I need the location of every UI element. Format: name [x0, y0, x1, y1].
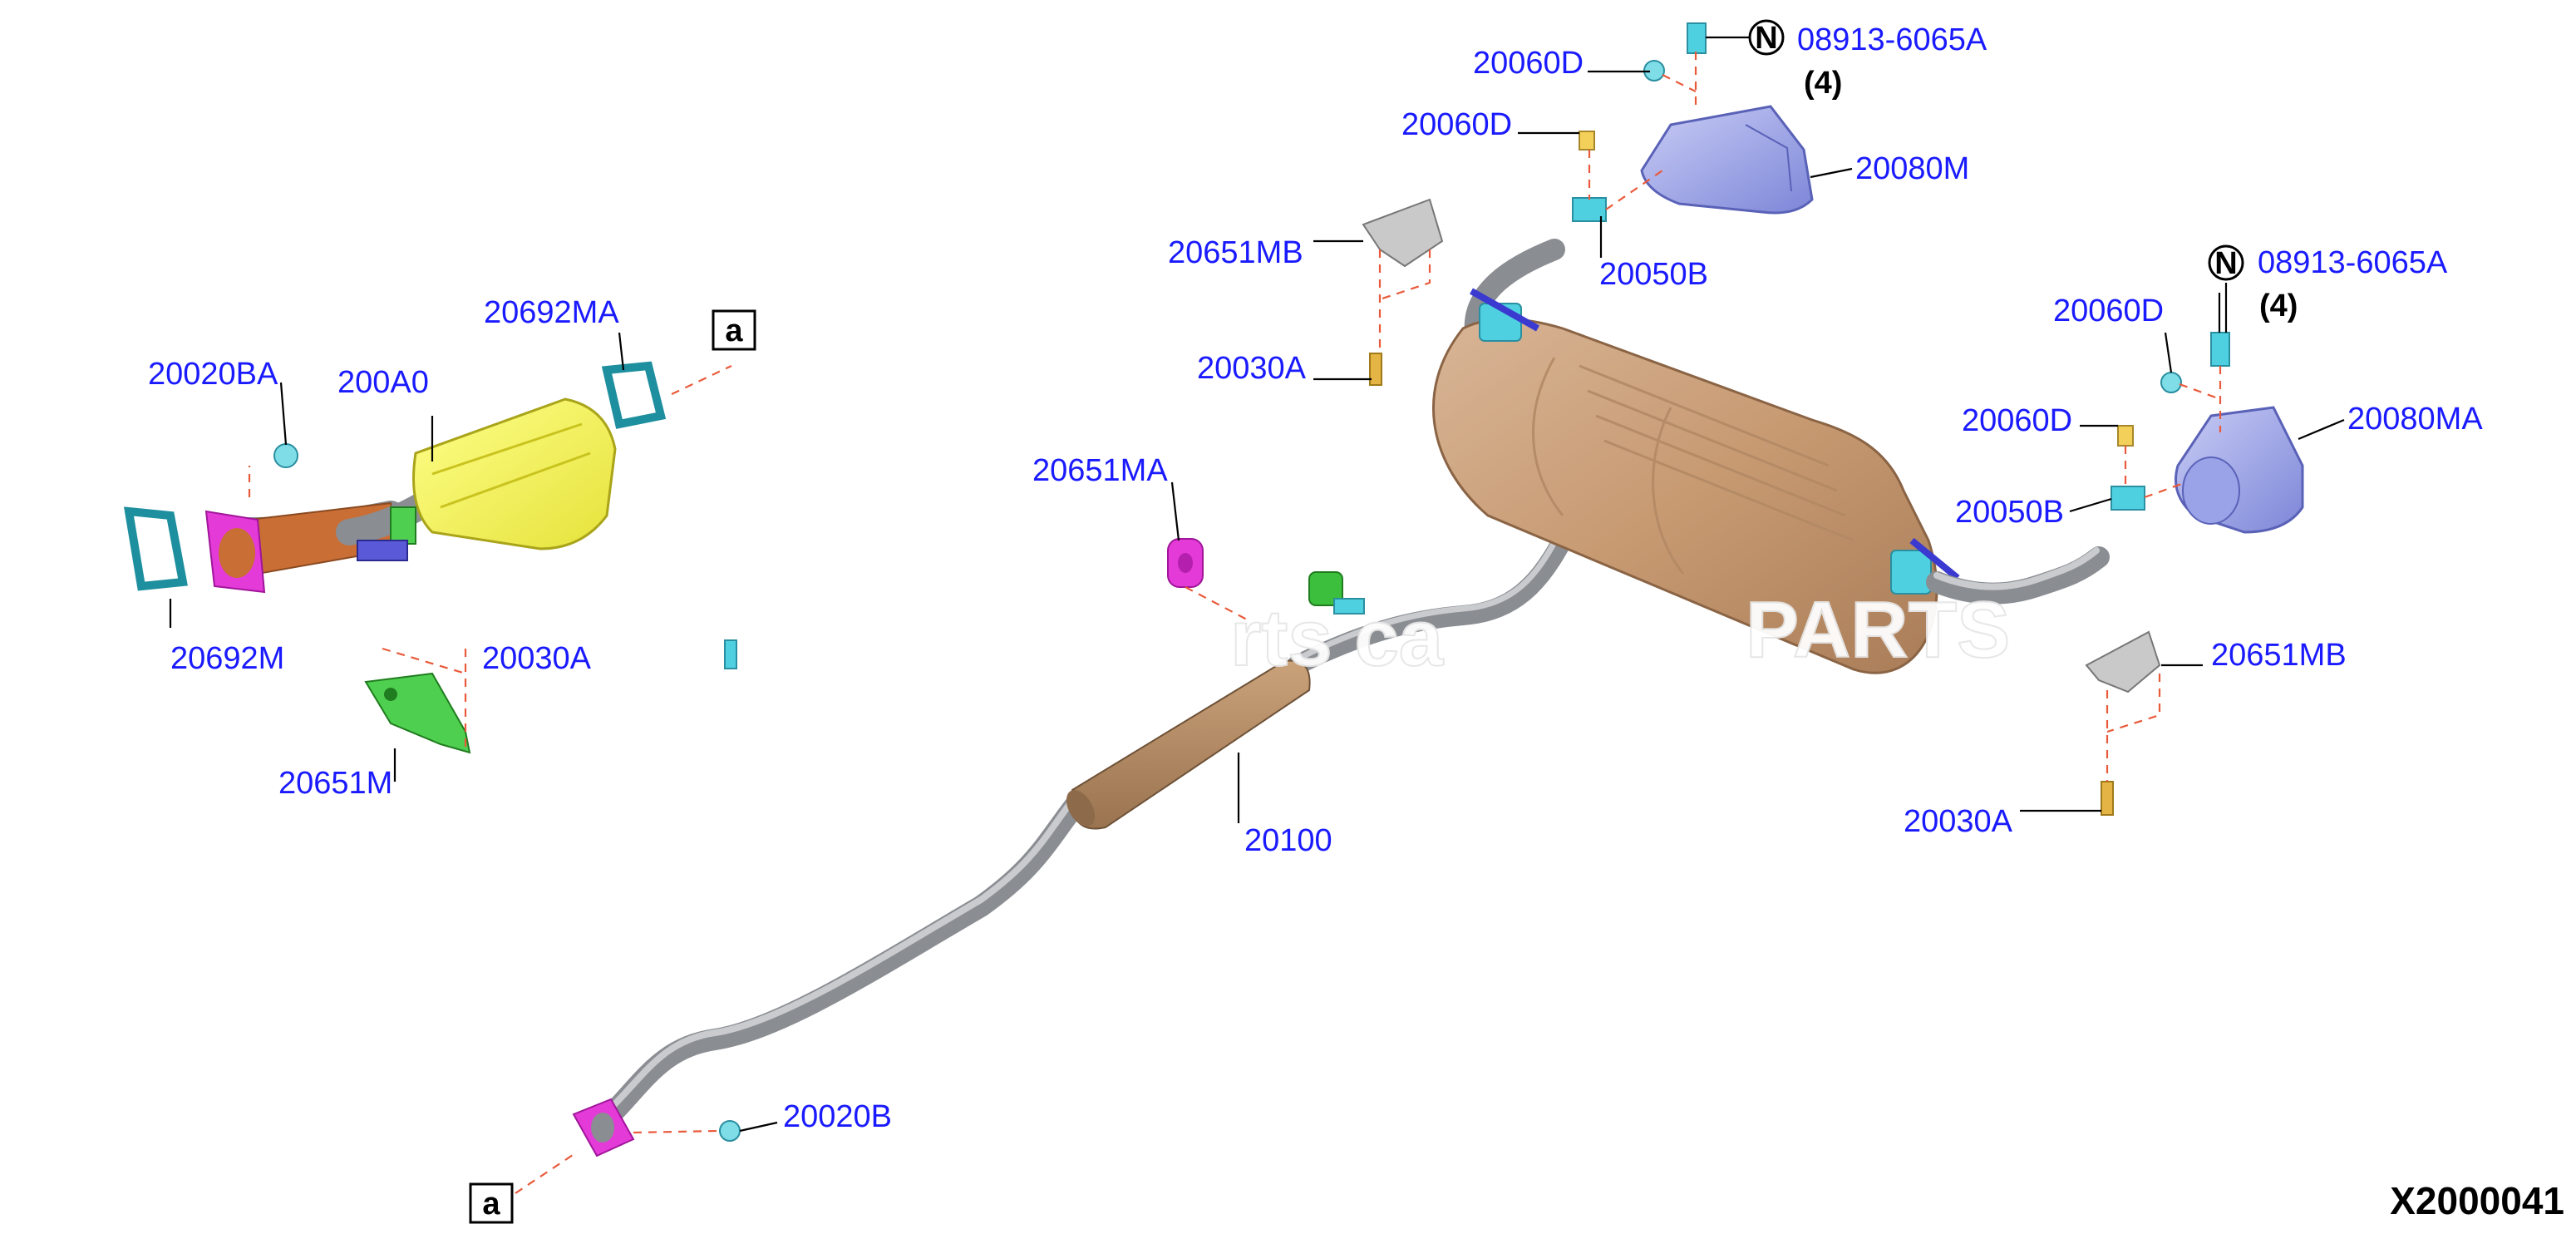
leader-lines [169, 36, 2345, 1133]
label-20692MA: 20692MA [484, 295, 619, 330]
bracket-20651MB-top [1362, 198, 1444, 268]
label-20020BA: 20020BA [148, 357, 278, 392]
diagram-code: X2000041 [2390, 1179, 2564, 1222]
main-muffler [1431, 239, 2110, 674]
qty-08913-top: (4) [1804, 66, 1842, 101]
assembly-lines [248, 52, 2222, 1194]
rubber-mount-20651MA [1167, 538, 1204, 588]
label-20651MB-right: 20651MB [2211, 638, 2347, 673]
label-20100: 20100 [1244, 823, 1332, 858]
bracket-20651M [364, 672, 471, 754]
n-symbol-letter: N [2214, 246, 2237, 281]
label-08913-6065A-top: 08913-6065A [1797, 22, 1987, 57]
qty-08913-right: (4) [2259, 289, 2298, 323]
label-08913-6065A-right: 08913-6065A [2258, 245, 2448, 280]
label-20692M: 20692M [170, 641, 284, 676]
watermark-right: PARTS [1746, 585, 2010, 674]
label-200A0: 200A0 [337, 365, 429, 400]
label-20060D-top: 20060D [1473, 46, 1584, 81]
gasket-20692M [123, 506, 188, 591]
center-pipe-assembly [588, 514, 1581, 1138]
flange-magenta-rear [572, 1098, 635, 1157]
heat-shield-20080MA [2175, 406, 2304, 534]
label-20030A-left: 20030A [482, 641, 592, 676]
n-symbol-letter: N [1755, 21, 1777, 56]
flange-magenta-front [204, 510, 266, 594]
label-20080MA: 20080MA [2347, 402, 2483, 437]
ref-tag-letter: a [725, 313, 743, 348]
ref-tag-a-top: a [712, 309, 756, 351]
bracket-20651MB-right [2085, 630, 2161, 694]
label-20080M: 20080M [1855, 151, 1969, 186]
watermark-left: rts ca [1230, 594, 1444, 683]
label-20651MA: 20651MA [1032, 453, 1168, 488]
label-20060D-right: 20060D [1962, 403, 2072, 438]
heat-shield-20080M [1640, 105, 1814, 215]
label-20060D-right-top: 20060D [2053, 294, 2164, 328]
label-20020B: 20020B [783, 1099, 892, 1134]
ref-tag-letter: a [482, 1187, 500, 1222]
resonator-20100 [1066, 659, 1311, 830]
label-20030A-right: 20030A [1904, 804, 2013, 839]
callout-08913-top: N 08913-6065A (4) [1748, 19, 1987, 101]
front-pipe-catalyst-200A0 [234, 397, 617, 575]
hanger-green [1308, 571, 1365, 615]
callout-08913-right: N 08913-6065A (4) [2208, 244, 2448, 323]
label-20050B-top: 20050B [1599, 257, 1708, 292]
ref-tag-a-bottom: a [469, 1182, 514, 1224]
label-20651MB-top: 20651MB [1168, 235, 1303, 270]
n-symbol-icon [1748, 19, 1785, 56]
n-symbol-icon [2208, 244, 2244, 281]
label-20050B-right: 20050B [1955, 495, 2064, 530]
fasteners [273, 22, 2230, 1142]
gasket-20692MA [601, 361, 667, 429]
label-20030A-top: 20030A [1197, 351, 1307, 386]
label-20651M: 20651M [278, 766, 392, 801]
label-20060D-upper: 20060D [1401, 107, 1512, 142]
